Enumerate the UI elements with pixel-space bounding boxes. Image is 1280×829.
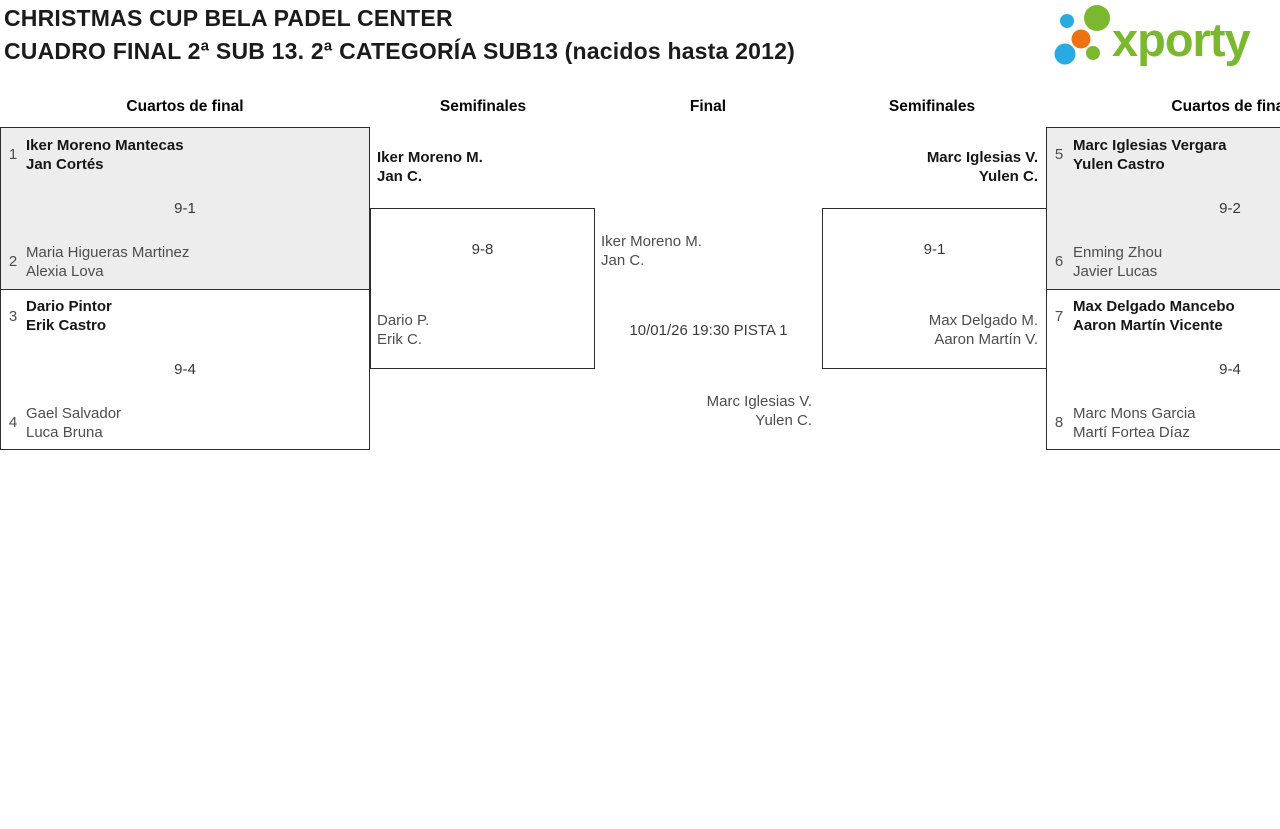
player-name: Max Delgado Mancebo bbox=[1073, 298, 1235, 315]
player-name: Gael Salvador bbox=[26, 405, 122, 422]
qf3-team-top: Marc Iglesias Vergara Yulen Castro bbox=[1073, 136, 1226, 174]
round-header-cuartos-left: Cuartos de final bbox=[126, 98, 244, 115]
logo-dot-orange bbox=[1071, 29, 1091, 49]
final-team-bottom: Marc Iglesias V. Yulen C. bbox=[600, 392, 812, 430]
qf4-team-bottom: Marc Mons Garcia Martí Fortea Díaz bbox=[1073, 404, 1196, 442]
qf2-seed-top: 3 bbox=[8, 308, 18, 325]
player-name: Iker Moreno M. bbox=[377, 149, 483, 166]
player-name: Jan C. bbox=[377, 168, 423, 185]
player-name: Iker Moreno M. bbox=[601, 233, 702, 250]
sf-left-team-bottom: Dario P. Erik C. bbox=[377, 311, 429, 349]
sf-right-team-top: Marc Iglesias V. Yulen C. bbox=[822, 148, 1038, 186]
qf3-seed-bottom: 6 bbox=[1054, 253, 1064, 270]
round-header-semifinales-right: Semifinales bbox=[888, 98, 976, 115]
player-name: Iker Moreno Mantecas bbox=[26, 137, 184, 154]
player-name: Marc Mons Garcia bbox=[1073, 405, 1196, 422]
player-name: Jan C. bbox=[601, 252, 645, 269]
qf1-seed-bottom: 2 bbox=[8, 253, 18, 270]
round-header-cuartos-right: Cuartos de final bbox=[1171, 98, 1280, 115]
qf1-team-bottom: Maria Higueras Martinez Alexia Lova bbox=[26, 243, 189, 281]
logo-dot-blue-large bbox=[1054, 43, 1076, 65]
player-name: Erik C. bbox=[377, 331, 422, 348]
qf4-team-top: Max Delgado Mancebo Aaron Martín Vicente bbox=[1073, 297, 1235, 335]
logo-dot-blue-small bbox=[1060, 14, 1074, 28]
player-name: Dario Pintor bbox=[26, 298, 112, 315]
sf-right-team-bottom: Max Delgado M. Aaron Martín V. bbox=[822, 311, 1038, 349]
final-schedule: 10/01/26 19:30 PISTA 1 bbox=[629, 322, 788, 339]
player-name: Yulen C. bbox=[755, 412, 812, 429]
sf-right-score: 9-1 bbox=[923, 241, 946, 258]
qf3-score: 9-2 bbox=[1219, 200, 1241, 217]
qf4-seed-top: 7 bbox=[1054, 308, 1064, 325]
player-name: Alexia Lova bbox=[26, 263, 104, 280]
round-header-semifinales-left: Semifinales bbox=[439, 98, 527, 115]
player-name: Marc Iglesias V. bbox=[706, 393, 812, 410]
qf1-box bbox=[0, 127, 370, 290]
final-team-top: Iker Moreno M. Jan C. bbox=[601, 232, 702, 270]
qf1-team-top: Iker Moreno Mantecas Jan Cortés bbox=[26, 136, 184, 174]
player-name: Max Delgado M. bbox=[928, 312, 1038, 329]
logo-wordmark: xporty bbox=[1112, 13, 1251, 66]
qf2-box bbox=[0, 289, 370, 450]
qf2-team-top: Dario Pintor Erik Castro bbox=[26, 297, 112, 335]
player-name: Yulen C. bbox=[978, 168, 1038, 185]
player-name: Jan Cortés bbox=[26, 156, 104, 173]
logo-dot-green-small bbox=[1086, 46, 1100, 60]
player-name: Luca Bruna bbox=[26, 424, 103, 441]
sf-left-team-top: Iker Moreno M. Jan C. bbox=[377, 148, 483, 186]
round-header-final: Final bbox=[689, 98, 727, 115]
player-name: Javier Lucas bbox=[1073, 263, 1158, 280]
qf4-seed-bottom: 8 bbox=[1054, 414, 1064, 431]
page-title: CHRISTMAS CUP BELA PADEL CENTER CUADRO F… bbox=[4, 2, 795, 68]
player-name: Marc Iglesias V. bbox=[926, 149, 1038, 166]
qf4-score: 9-4 bbox=[1219, 361, 1241, 378]
qf1-score: 9-1 bbox=[174, 200, 196, 217]
qf2-seed-bottom: 4 bbox=[8, 414, 18, 431]
player-name: Martí Fortea Díaz bbox=[1073, 424, 1190, 441]
player-name: Marc Iglesias Vergara bbox=[1073, 137, 1227, 154]
qf3-team-bottom: Enming Zhou Javier Lucas bbox=[1073, 243, 1162, 281]
sf-left-score: 9-8 bbox=[471, 241, 494, 258]
player-name: Aaron Martín V. bbox=[934, 331, 1038, 348]
qf4-box bbox=[1046, 289, 1280, 450]
player-name: Yulen Castro bbox=[1073, 156, 1165, 173]
page-title-line1: CHRISTMAS CUP BELA PADEL CENTER bbox=[4, 5, 453, 31]
sf-right-box bbox=[822, 208, 1047, 369]
page-title-line2: CUADRO FINAL 2ª SUB 13. 2ª CATEGORÍA SUB… bbox=[4, 38, 795, 64]
qf3-seed-top: 5 bbox=[1054, 146, 1064, 163]
qf1-seed-top: 1 bbox=[8, 146, 18, 163]
logo-dot-green-large bbox=[1084, 5, 1110, 31]
player-name: Erik Castro bbox=[26, 317, 107, 334]
qf2-score: 9-4 bbox=[174, 361, 196, 378]
sf-left-box bbox=[370, 208, 595, 369]
player-name: Aaron Martín Vicente bbox=[1073, 317, 1223, 334]
qf2-team-bottom: Gael Salvador Luca Bruna bbox=[26, 404, 121, 442]
qf3-box bbox=[1046, 127, 1280, 290]
player-name: Dario P. bbox=[377, 312, 430, 329]
player-name: Maria Higueras Martinez bbox=[26, 244, 190, 261]
player-name: Enming Zhou bbox=[1073, 244, 1163, 261]
xporty-logo[interactable]: xporty bbox=[1048, 2, 1280, 68]
